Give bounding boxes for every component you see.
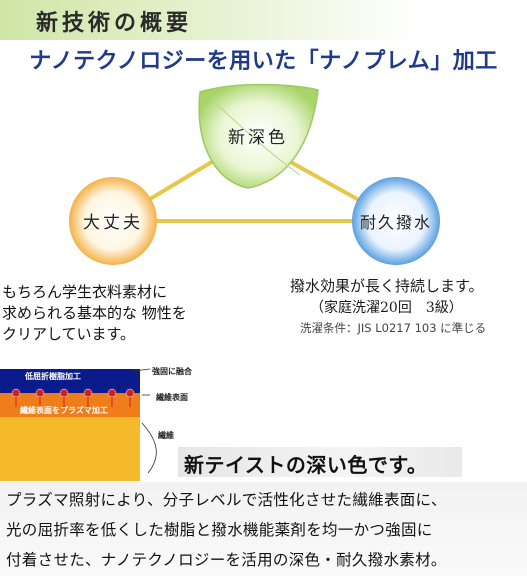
taste-banner xyxy=(178,447,462,477)
layer-figure xyxy=(0,368,157,481)
right-line-1: 撥水効果が長く持続します。 xyxy=(290,277,484,295)
left-circle-label: 大丈夫 xyxy=(83,213,143,233)
right-line-2: （家庭洗濯20回 3級） xyxy=(310,300,463,316)
right-circle-label: 耐久撥水 xyxy=(360,213,432,232)
subtitle: ナノテクノロジーを用いた「ナノプレム」加工 xyxy=(29,49,498,74)
left-line: 求められる基本的な 物性を xyxy=(2,304,187,322)
wash-condition-note: 洗濯条件：JIS L0217 103 に準じる xyxy=(300,321,487,335)
left-circle xyxy=(69,177,157,265)
resin-layer-label: 低屈折樹脂加工 xyxy=(25,372,81,381)
fiber-label: 繊維 xyxy=(158,431,174,440)
header-bar xyxy=(0,0,527,40)
plasma-layer xyxy=(0,393,140,417)
bottom-line: プラズマ照射により、分子レベルで活性化させた繊維表面に、 xyxy=(6,491,447,509)
bottom-line: 光の屈折率を低くした樹脂と撥水機能薬剤を均一かつ強固に xyxy=(6,521,433,539)
taste-text: 新テイストの深い色です。 xyxy=(184,453,428,477)
leaf-icon xyxy=(198,83,319,189)
page-title: 新技術の概要 xyxy=(36,11,193,36)
left-line: もちろん学生衣料素材に xyxy=(2,283,168,301)
right-circle xyxy=(352,177,440,265)
bottom-description: プラズマ照射により、分子レベルで活性化させた繊維表面に、 光の屈折率を低くした樹… xyxy=(0,482,527,576)
feature-diagram: 新深色 大丈夫 耐久撥水 xyxy=(69,83,440,265)
bond-label: 強固に融合 xyxy=(152,367,192,376)
surface-label: 繊維表面 xyxy=(156,393,188,402)
left-description: もちろん学生衣料素材に 求められる基本的な 物性を クリアしています。 xyxy=(2,282,187,345)
leaf-label: 新深色 xyxy=(228,128,288,148)
bottom-line: 付着させた、ナノテクノロジーを活用の深色・耐久撥水素材。 xyxy=(6,551,447,569)
resin-layer xyxy=(0,369,140,393)
left-line: クリアしています。 xyxy=(2,325,136,343)
plasma-layer-label: 繊維表面をプラズマ加工 xyxy=(20,406,108,415)
